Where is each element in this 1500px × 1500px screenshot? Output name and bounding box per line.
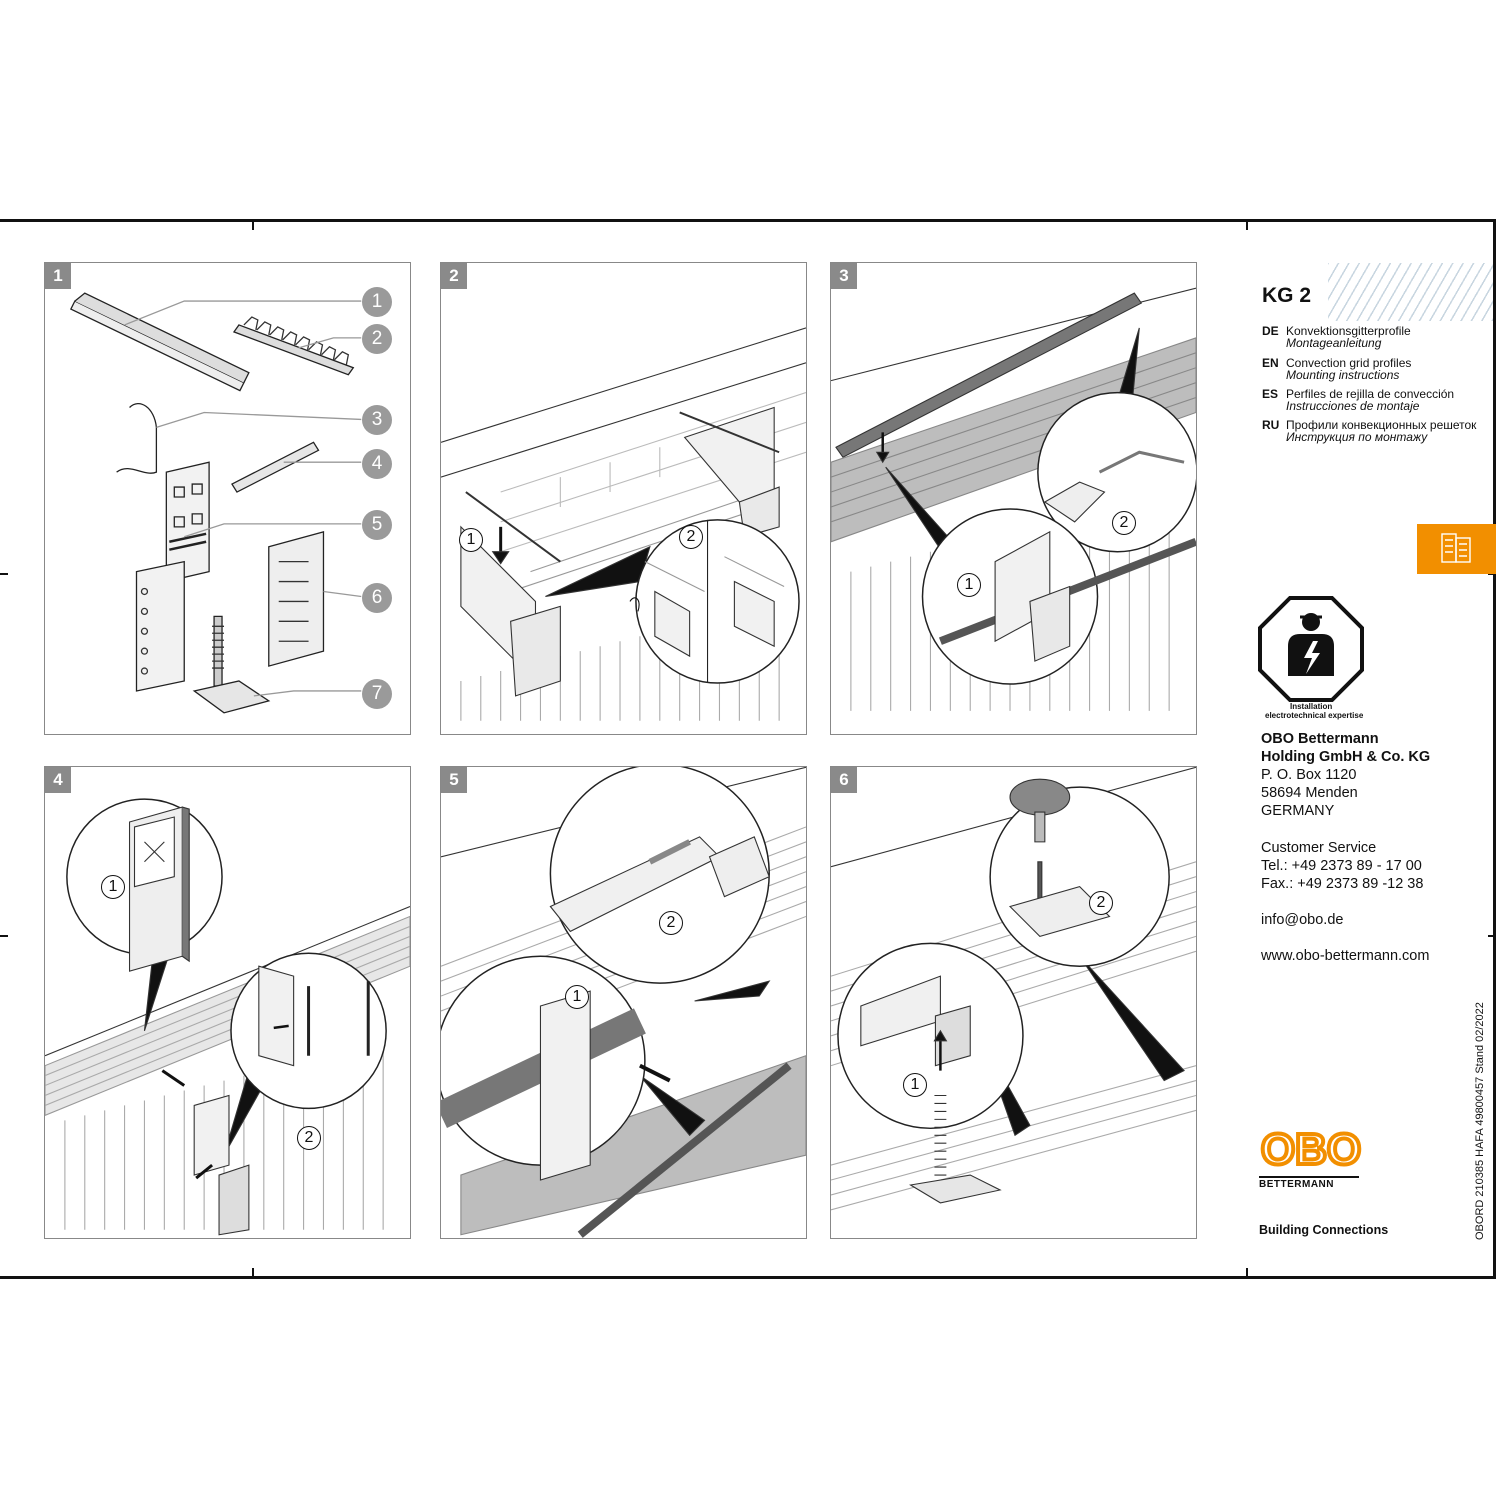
logo-name: BETTERMANN — [1259, 1176, 1359, 1190]
company-name-1: OBO Bettermann — [1261, 731, 1379, 747]
step-number: 5 — [441, 767, 467, 793]
document-tab — [1417, 524, 1496, 574]
fax-number: Fax.: +49 2373 89 -12 38 — [1261, 876, 1424, 892]
electrician-warning-icon — [1258, 596, 1364, 702]
email-link[interactable]: info@obo.de — [1261, 912, 1344, 928]
step-3-panel: 3 1 2 — [830, 262, 1197, 735]
step-1-panel: 1 — [44, 262, 411, 735]
crop-mark — [0, 935, 8, 937]
tagline: Building Connections — [1259, 1223, 1389, 1237]
document-code: OBORD 210385 HAFA 49800457 Stand 02/2022 — [1474, 1002, 1486, 1240]
customer-service-label: Customer Service — [1261, 840, 1377, 856]
title-text: Konvektionsgitterprofile — [1286, 324, 1411, 338]
title-text: Профили конвекционных решеток — [1286, 418, 1477, 432]
warning-line-2: electrotechnical expertise — [1265, 711, 1364, 720]
language-code: ES — [1262, 387, 1279, 401]
detail-callout: 2 — [659, 911, 683, 935]
subtitle-text: Montageanleitung — [1286, 336, 1382, 350]
step-5-panel: 5 1 2 — [440, 766, 807, 1239]
subtitle-text: Инструкция по монтажу — [1286, 430, 1428, 444]
crop-mark — [0, 573, 8, 575]
step-2-illustration — [441, 327, 806, 721]
product-title: KG 2 — [1262, 284, 1312, 307]
document-icon — [1441, 533, 1471, 563]
part-callout: 7 — [362, 679, 392, 709]
detail-callout: 1 — [565, 985, 589, 1009]
step-4-illustration — [45, 798, 410, 1236]
detail-callout: 2 — [679, 525, 703, 549]
step-5-illustration — [441, 767, 806, 1238]
part-callout: 1 — [362, 287, 392, 317]
detail-callout: 1 — [957, 573, 981, 597]
detail-callout: 1 — [459, 528, 483, 552]
company-city: 58694 Menden — [1261, 785, 1358, 801]
step-6-panel: 6 1 2 — [830, 766, 1197, 1239]
title-text: Convection grid profiles — [1286, 356, 1412, 370]
company-pobox: P. O. Box 1120 — [1261, 767, 1357, 783]
title-text: Perfiles de rejilla de convección — [1286, 387, 1455, 401]
detail-callout: 1 — [903, 1073, 927, 1097]
crop-mark — [1246, 1268, 1248, 1276]
crop-mark — [252, 1268, 254, 1276]
step-3-illustration — [831, 287, 1196, 711]
logo-mark-text: OBO — [1261, 1125, 1361, 1169]
step-number: 1 — [45, 263, 71, 289]
subtitle-text: Instrucciones de montaje — [1286, 399, 1420, 413]
part-callout: 6 — [362, 583, 392, 613]
website-link[interactable]: www.obo-bettermann.com — [1261, 948, 1430, 964]
step-number: 3 — [831, 263, 857, 289]
subtitle-text: Mounting instructions — [1286, 368, 1400, 382]
company-country: GERMANY — [1261, 803, 1335, 819]
language-code: RU — [1262, 418, 1280, 432]
detail-callout: 2 — [1089, 891, 1113, 915]
step-4-panel: 4 1 2 — [44, 766, 411, 1239]
step-number: 6 — [831, 767, 857, 793]
part-callout: 2 — [362, 324, 392, 354]
obo-logo-mark: OBO — [1259, 1123, 1363, 1176]
step-number: 2 — [441, 263, 467, 289]
detail-callout: 2 — [1112, 511, 1136, 535]
crop-mark — [252, 222, 254, 230]
part-callout: 5 — [362, 510, 392, 540]
obo-logo: OBO BETTERMANN — [1259, 1123, 1363, 1190]
part-callout: 3 — [362, 405, 392, 435]
step-number: 4 — [45, 767, 71, 793]
step-2-panel: 2 — [440, 262, 807, 735]
language-code: EN — [1262, 356, 1279, 370]
phone-number: Tel.: +49 2373 89 - 17 00 — [1261, 858, 1422, 874]
decorative-hatch — [1328, 263, 1493, 321]
step-6-illustration — [831, 767, 1196, 1211]
part-callout: 4 — [362, 449, 392, 479]
company-name-2: Holding GmbH & Co. KG — [1261, 749, 1431, 765]
detail-callout: 1 — [101, 875, 125, 899]
language-code: DE — [1262, 324, 1279, 338]
warning-line-1: Installation — [1290, 702, 1333, 711]
detail-callout: 2 — [297, 1126, 321, 1150]
crop-mark — [1488, 935, 1496, 937]
parts-overview-illustration — [69, 292, 362, 714]
crop-mark — [1246, 222, 1248, 230]
